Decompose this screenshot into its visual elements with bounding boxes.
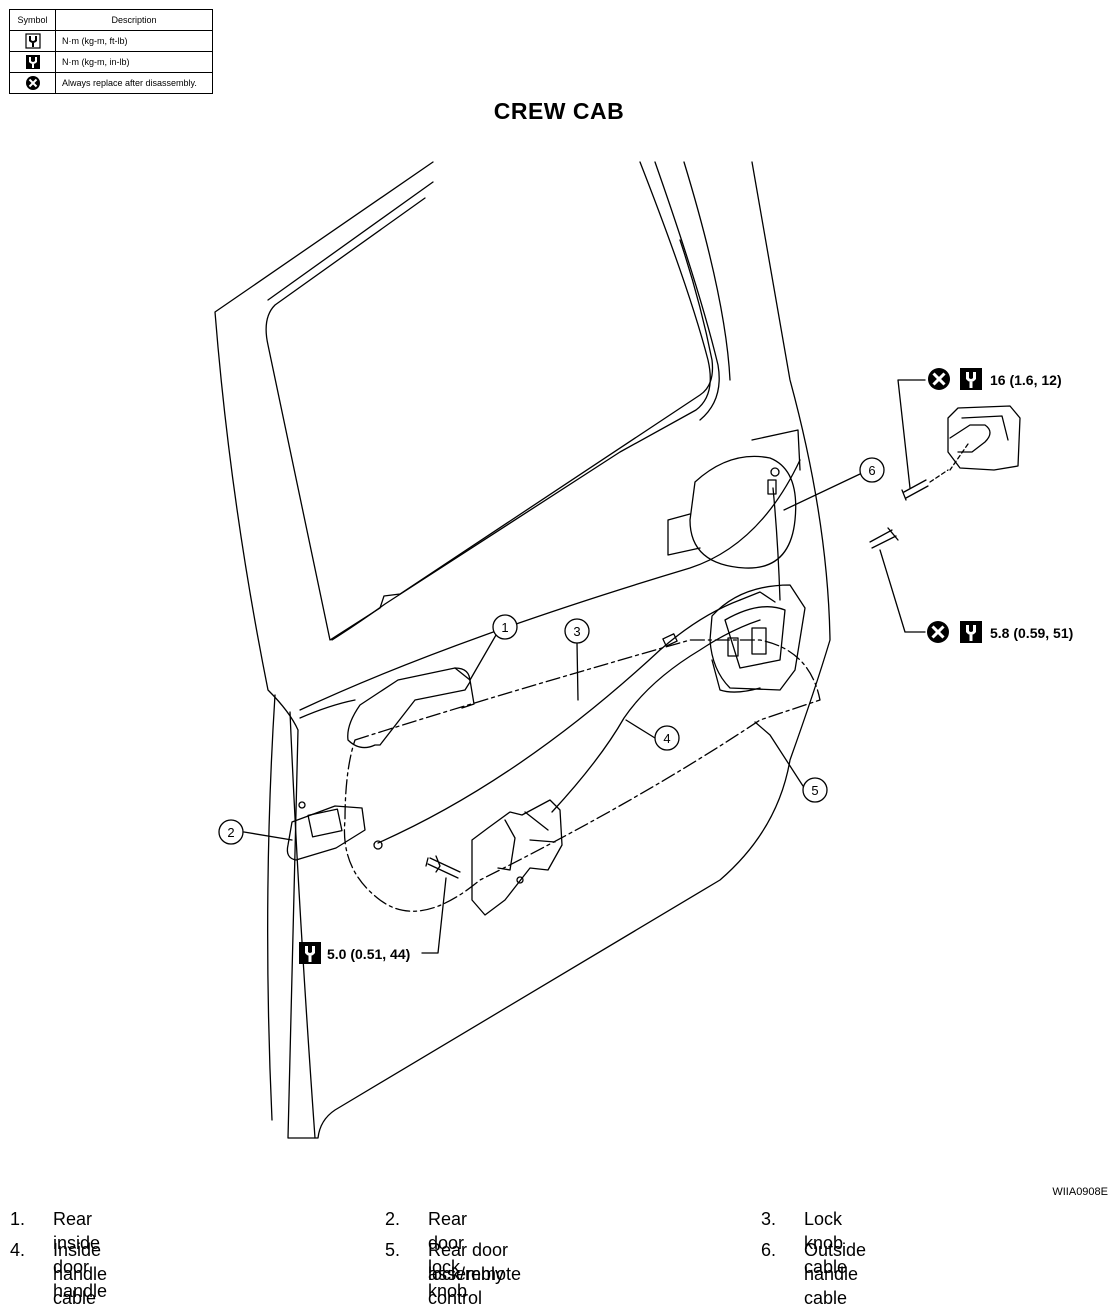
callout-6: 6: [859, 457, 885, 483]
part-number: 5.: [385, 1240, 401, 1260]
inside-handle-cable: [551, 619, 761, 813]
callout-3: 3: [564, 618, 590, 644]
diagram-title: CREW CAB: [493, 98, 625, 124]
access-hole: [689, 455, 797, 569]
torque-wrench-icon: [9, 30, 56, 52]
figure-reference: WIIA0908E: [1052, 1186, 1108, 1198]
door-inner-edge: [289, 711, 316, 1139]
striker-bolt: [901, 479, 929, 501]
window-frame-mid: [683, 161, 731, 381]
callouts: 1 2 3 4 5 6: [218, 457, 885, 845]
svg-text:1: 1: [501, 620, 508, 635]
door-outline: [214, 161, 831, 1139]
part-number: 3.: [761, 1209, 777, 1229]
lower-bolt-torque: 5.0 (0.51, 44): [299, 942, 410, 964]
svg-text:2: 2: [227, 825, 234, 840]
lock-bolt: [869, 527, 899, 549]
window-glass: [265, 197, 714, 641]
door-lock-assembly: [709, 584, 806, 691]
part-name-continued: assembly: [428, 1264, 505, 1284]
trim-line: [299, 459, 801, 711]
outside-handle-cable: [772, 487, 781, 601]
door-lock-diagram: 1 2 3 4 5 6 16 (1.6, 12): [214, 161, 1073, 1139]
svg-text:6: 6: [868, 463, 875, 478]
svg-text:5.8 (0.59, 51): 5.8 (0.59, 51): [990, 625, 1073, 641]
lock-knob: [286, 805, 366, 861]
callout-2: 2: [218, 819, 244, 845]
panel-outline: [343, 639, 821, 912]
callout-5: 5: [802, 777, 828, 803]
inside-door-handle: [347, 667, 471, 749]
part-name: Outside handle cable: [804, 1240, 867, 1308]
svg-text:16 (1.6, 12): 16 (1.6, 12): [990, 372, 1062, 388]
lock-bolt-torque: 5.8 (0.59, 51): [925, 619, 1073, 645]
window-glass-inner: [267, 181, 434, 301]
window-frame-inner: [654, 161, 720, 421]
striker-torque: 16 (1.6, 12): [926, 366, 1062, 392]
lower-bolt: [425, 855, 461, 879]
legend-row-description: Always replace after disassembly.: [55, 72, 213, 94]
part-number: 1.: [10, 1209, 26, 1229]
trim-line-lower: [299, 699, 356, 719]
part-name: Inside handle cable: [53, 1240, 108, 1308]
remote-control-bracket: [471, 799, 563, 916]
svg-text:5: 5: [811, 783, 818, 798]
svg-text:4: 4: [663, 731, 670, 746]
torque-specs: 16 (1.6, 12) 5.8 (0.59, 51) 5.0 (0.51, 4…: [299, 366, 1073, 964]
callout-4: 4: [654, 725, 680, 751]
symbol-legend: Symbol Description N·m (kg-m, ft-lb) N·m…: [9, 9, 213, 94]
speaker-recess: [667, 513, 701, 556]
lock-knob-cable: [377, 599, 741, 844]
part-name: Lock knob cable: [804, 1209, 848, 1277]
part-number: 4.: [10, 1240, 26, 1260]
svg-text:5.0 (0.51, 44): 5.0 (0.51, 44): [327, 946, 410, 962]
part-number: 6.: [761, 1240, 777, 1260]
door-front-edge: [267, 694, 276, 1121]
svg-text:3: 3: [573, 624, 580, 639]
part-number: 2.: [385, 1209, 401, 1229]
window-frame-outer: [331, 161, 711, 641]
callout-1: 1: [492, 614, 518, 640]
striker: [947, 405, 1021, 471]
replace-after-disassembly-icon: [9, 72, 56, 94]
